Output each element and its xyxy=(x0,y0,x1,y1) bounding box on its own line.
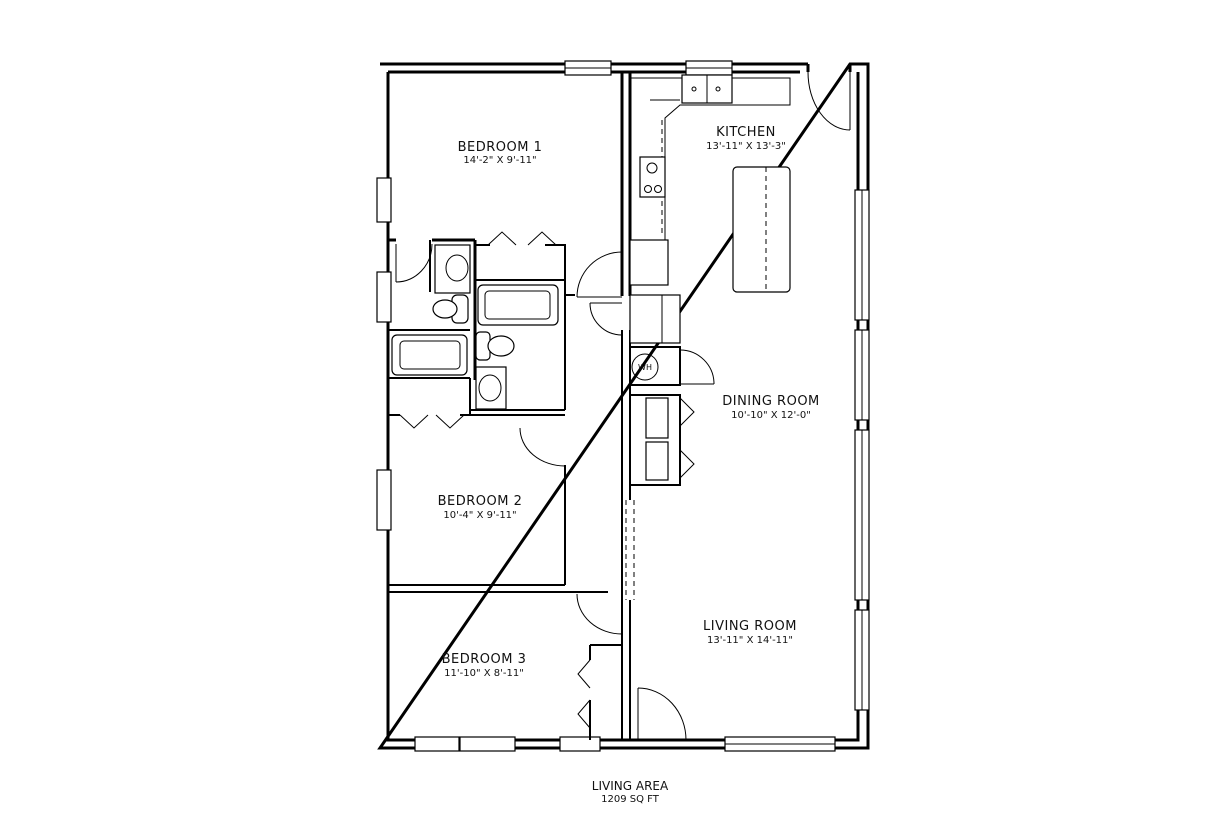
pantry xyxy=(629,294,681,344)
kitchen-name: KITCHEN xyxy=(716,125,776,140)
utility: WH xyxy=(629,346,681,486)
washer xyxy=(645,397,669,439)
water-heater-label: WH xyxy=(638,363,652,372)
dryer xyxy=(645,441,669,481)
dining-dims: 10'-10" X 12'-0" xyxy=(731,410,811,421)
bedroom2-dims: 10'-4" X 9'-11" xyxy=(443,510,516,521)
dining-name: DINING ROOM xyxy=(722,394,820,409)
water-heater xyxy=(631,353,659,381)
living-dims: 13'-11" X 14'-11" xyxy=(707,635,793,646)
windows xyxy=(376,60,870,752)
bedroom1-dims: 14'-2" X 9'-11" xyxy=(463,155,536,166)
bedroom2-name: BEDROOM 2 xyxy=(438,494,523,509)
refrigerator xyxy=(629,239,669,286)
tub-left xyxy=(391,334,468,376)
kitchen-dims: 13'-11" X 13'-3" xyxy=(706,141,786,152)
tub-right xyxy=(477,284,559,326)
bedroom3-name: BEDROOM 3 xyxy=(442,652,527,667)
room-labels: BEDROOM 1 14'-2" X 9'-11" KITCHEN 13'-11… xyxy=(438,125,820,679)
bedroom3-dims: 11'-10" X 8'-11" xyxy=(444,668,524,679)
doors xyxy=(395,71,851,749)
caption-title: LIVING AREA xyxy=(592,779,669,793)
kitchen-cabinets xyxy=(629,74,791,344)
interior-walls xyxy=(388,72,635,740)
sink-left xyxy=(434,244,471,294)
kitchen-island xyxy=(732,166,791,293)
caption: LIVING AREA 1209 SQ FT xyxy=(592,779,669,805)
bedroom1-name: BEDROOM 1 xyxy=(458,140,543,155)
caption-area: 1209 SQ FT xyxy=(601,794,660,805)
living-name: LIVING ROOM xyxy=(703,619,797,634)
bath-fixtures xyxy=(391,244,559,410)
